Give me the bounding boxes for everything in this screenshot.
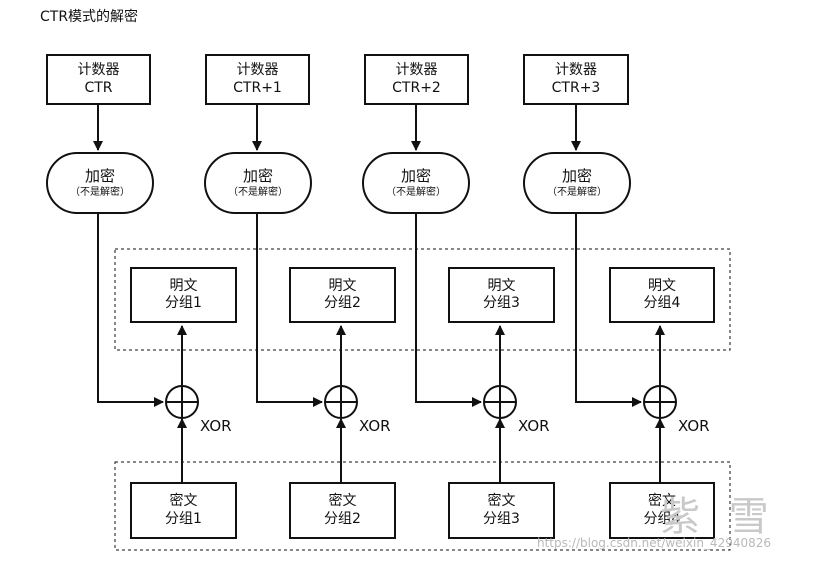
plaintext-label: 明文 <box>487 277 516 294</box>
plaintext-label: 明文 <box>328 277 357 294</box>
arrow-encrypt-to-xor-2 <box>256 214 323 407</box>
xor-label-3: XOR <box>518 417 550 435</box>
diagram-title: CTR模式的解密 <box>40 9 139 25</box>
plaintext-label: 明文 <box>648 277 676 294</box>
counter-box-3: 计数器 CTR+2 <box>364 54 469 105</box>
encrypt-label: 加密 <box>561 167 592 186</box>
encrypt-note: （不是解密） <box>547 186 607 198</box>
arrow-encrypt-to-xor-3 <box>415 214 482 407</box>
counter-value: CTR+1 <box>233 79 282 96</box>
ciphertext-block-1: 密文 分组1 <box>130 482 237 539</box>
ciphertext-block-2: 密文 分组2 <box>289 482 396 539</box>
plaintext-index: 分组2 <box>324 295 361 311</box>
counter-box-4: 计数器 CTR+3 <box>523 54 629 105</box>
ciphertext-index: 分组3 <box>483 510 520 527</box>
xor-symbol-2 <box>324 385 358 419</box>
ciphertext-index: 分组4 <box>643 510 681 527</box>
counter-label: 计数器 <box>236 62 279 78</box>
counter-label: 计数器 <box>77 62 120 78</box>
encrypt-note: （不是解密） <box>70 186 130 198</box>
encrypt-note: （不是解密） <box>386 186 446 198</box>
ciphertext-label: 密文 <box>487 493 516 509</box>
xor-symbol-4 <box>643 385 677 419</box>
counter-value: CTR+3 <box>551 79 601 96</box>
xor-symbol-1 <box>165 385 199 419</box>
watermark-url: https://blog.csdn.net/weixin_42940826 <box>537 536 772 550</box>
encrypt-block-4: 加密 （不是解密） <box>523 152 631 214</box>
plaintext-index: 分组4 <box>643 295 681 311</box>
counter-box-1: 计数器 CTR <box>46 54 151 105</box>
xor-label-2: XOR <box>359 417 391 435</box>
ciphertext-block-3: 密文 分组3 <box>448 482 555 539</box>
arrow-encrypt-to-xor-4 <box>575 214 642 407</box>
plaintext-index: 分组3 <box>483 295 520 311</box>
xor-symbol-3 <box>483 385 517 419</box>
encrypt-block-3: 加密 （不是解密） <box>362 152 470 214</box>
ciphertext-group-frame <box>114 461 731 551</box>
encrypt-block-2: 加密 （不是解密） <box>204 152 312 214</box>
counter-value: CTR+2 <box>392 79 441 96</box>
plaintext-label: 明文 <box>169 277 198 294</box>
counter-box-2: 计数器 CTR+1 <box>205 54 310 105</box>
ciphertext-index: 分组1 <box>165 510 202 527</box>
xor-label-1: XOR <box>200 417 232 435</box>
plaintext-block-4: 明文 分组4 <box>609 267 715 323</box>
encrypt-label: 加密 <box>242 167 273 186</box>
ciphertext-label: 密文 <box>328 493 357 509</box>
plaintext-block-2: 明文 分组2 <box>289 267 396 323</box>
watermark-logo: 紫 雪 <box>660 494 777 540</box>
plaintext-block-1: 明文 分组1 <box>130 267 237 323</box>
ciphertext-index: 分组2 <box>324 510 361 527</box>
ciphertext-block-4: 密文 分组4 <box>609 482 715 539</box>
encrypt-note: （不是解密） <box>228 186 288 198</box>
counter-label: 计数器 <box>555 62 597 78</box>
encrypt-label: 加密 <box>84 167 115 186</box>
counter-value: CTR <box>84 79 113 96</box>
counter-label: 计数器 <box>395 62 438 78</box>
ciphertext-label: 密文 <box>648 493 676 509</box>
xor-label-4: XOR <box>678 417 710 435</box>
encrypt-label: 加密 <box>400 167 431 186</box>
plaintext-group-frame <box>114 248 731 351</box>
ciphertext-label: 密文 <box>169 493 198 509</box>
encrypt-block-1: 加密 （不是解密） <box>46 152 154 214</box>
plaintext-index: 分组1 <box>165 295 202 311</box>
arrow-encrypt-to-xor-1 <box>97 214 164 407</box>
plaintext-block-3: 明文 分组3 <box>448 267 555 323</box>
